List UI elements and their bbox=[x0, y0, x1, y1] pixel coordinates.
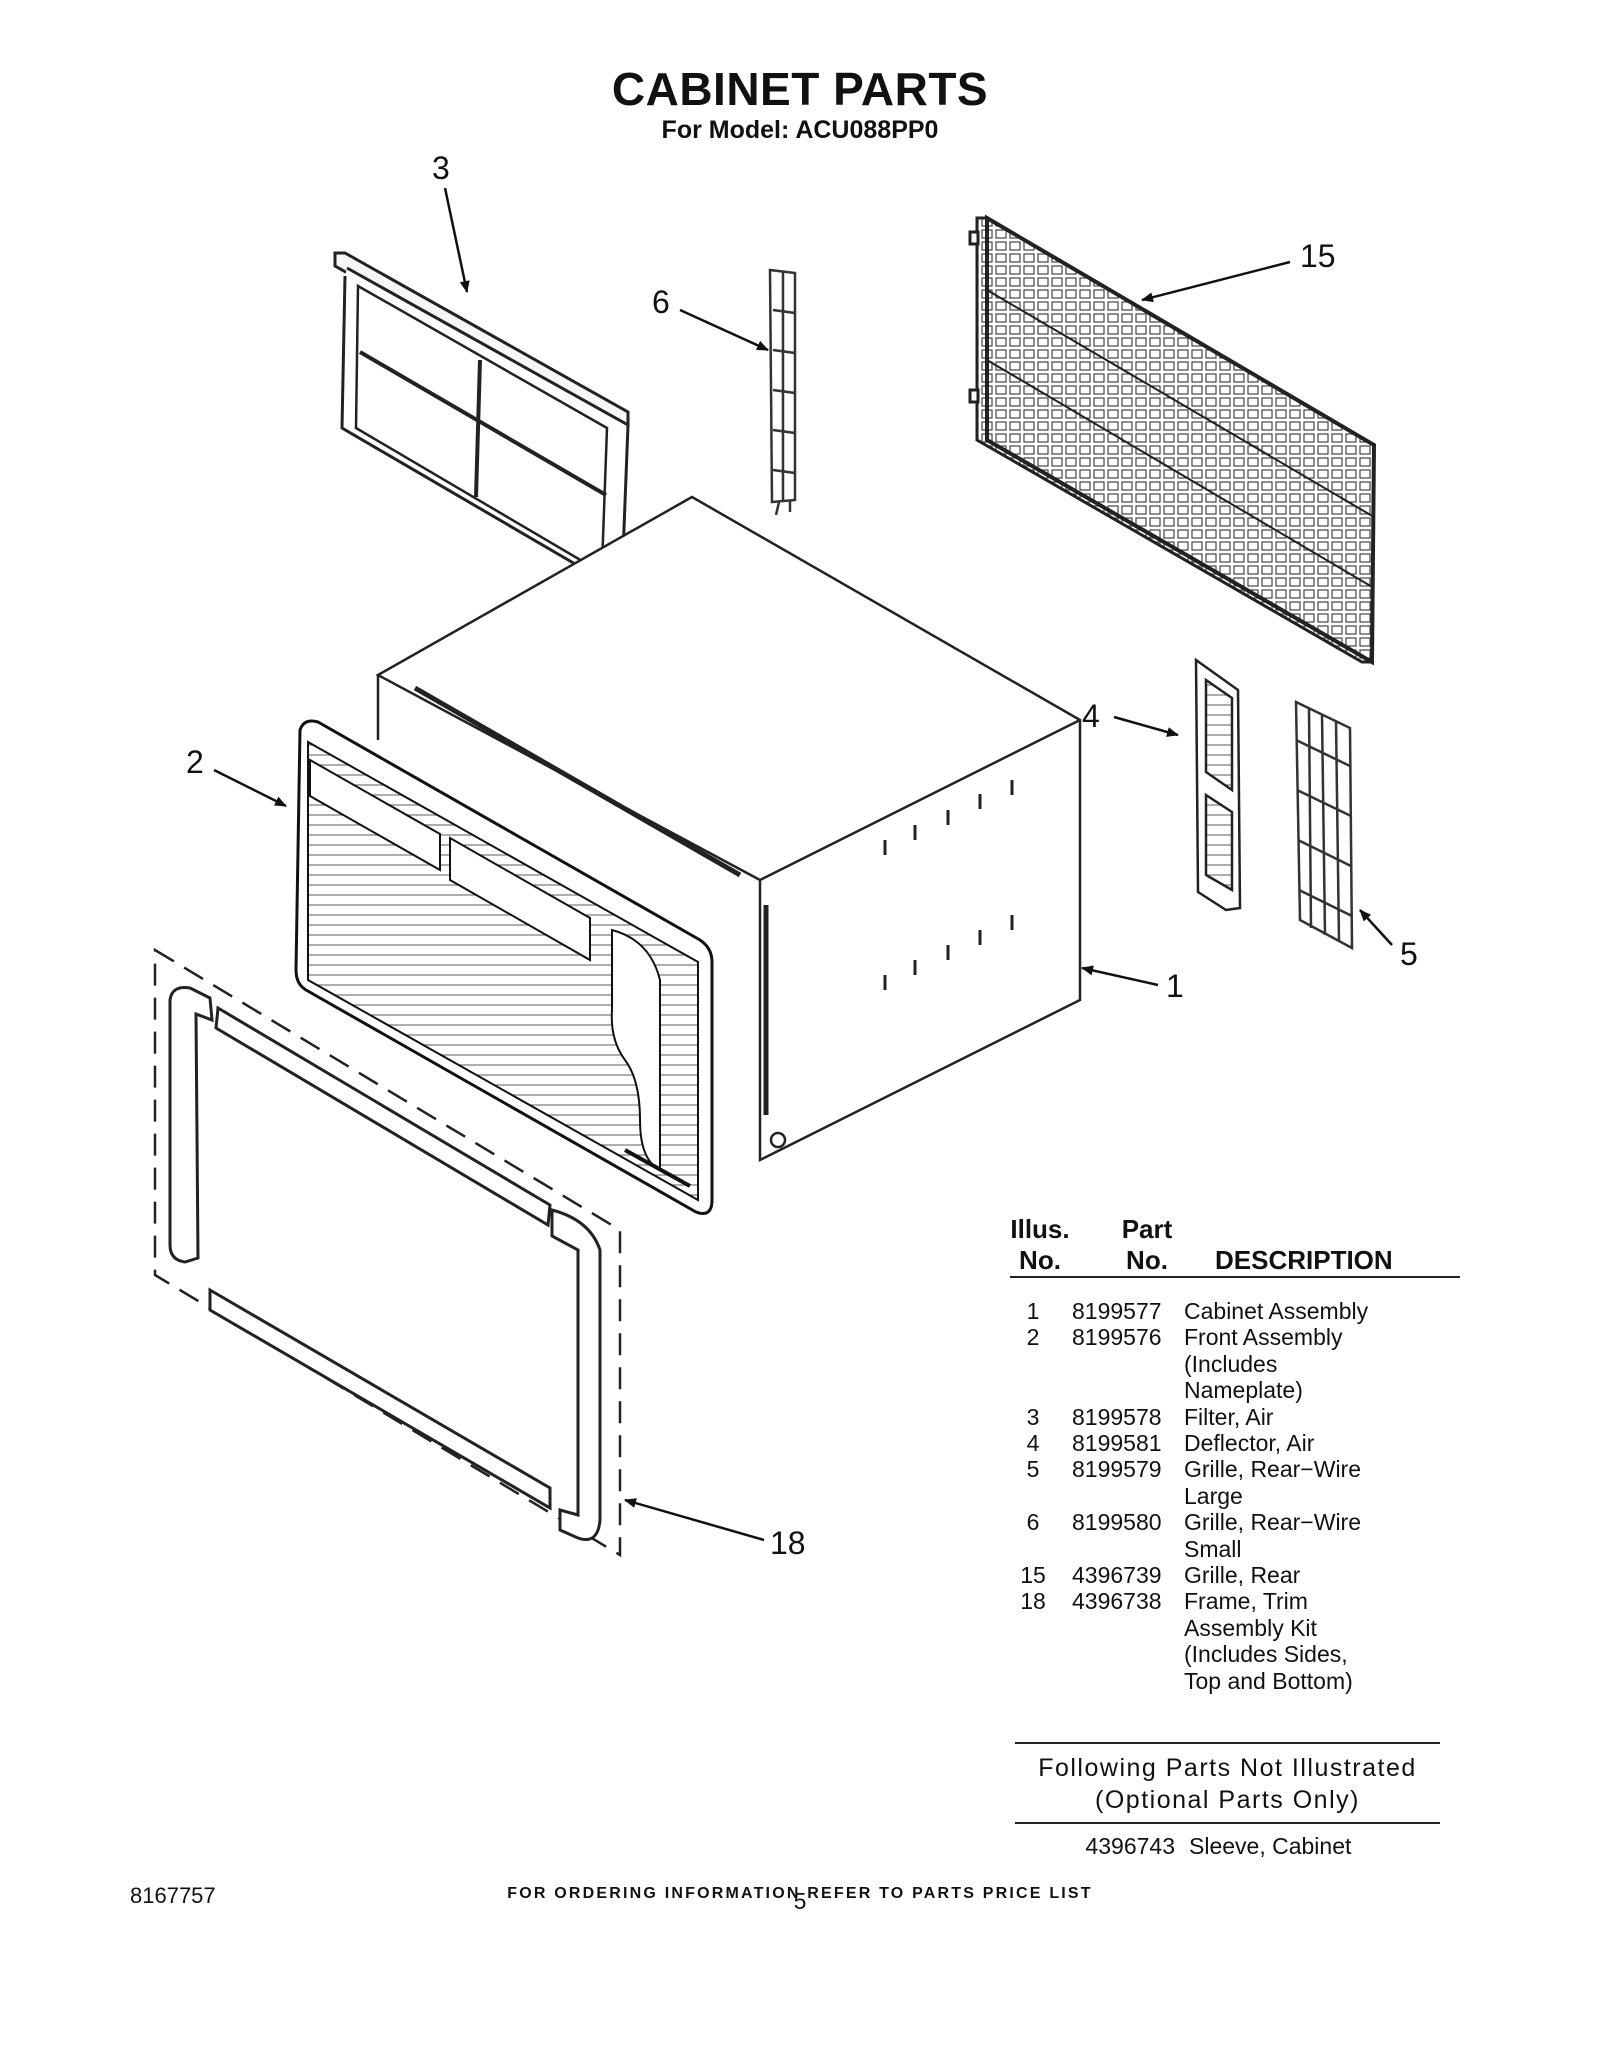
not-illustrated-rows: 4396743 Sleeve, Cabinet bbox=[1015, 1833, 1440, 1859]
illus-no: 6 bbox=[1026, 1509, 1040, 1536]
callout-4: 4 bbox=[1082, 698, 1100, 734]
description-line: Nameplate) bbox=[1184, 1377, 1303, 1404]
not-illustrated-section: Following Parts Not Illustrated (Optiona… bbox=[1015, 1742, 1440, 1824]
ordering-info-footer: FOR ORDERING INFORMATION REFER TO PARTS … bbox=[507, 1885, 1093, 1902]
cabinet-assembly-part bbox=[375, 495, 1082, 1163]
part-description: Filter, Air bbox=[1172, 1404, 1460, 1430]
callout-1: 1 bbox=[1166, 968, 1184, 1004]
callout-2: 2 bbox=[186, 744, 204, 780]
filter-air-part bbox=[333, 251, 630, 584]
header-part-line-1: Part bbox=[1121, 1214, 1173, 1244]
table-row: 15 4396739 Grille, Rear bbox=[1010, 1562, 1460, 1588]
callout-15: 15 bbox=[1300, 238, 1336, 274]
top-rule bbox=[1015, 1742, 1440, 1744]
header-description: DESCRIPTION bbox=[1215, 1245, 1393, 1275]
part-no: 4396743 bbox=[1085, 1833, 1175, 1859]
header-illus-line-2: No. bbox=[1019, 1245, 1061, 1275]
part-no: 8199581 bbox=[1072, 1430, 1162, 1457]
front-assembly-part bbox=[294, 719, 714, 1215]
not-illustrated-title-line-2: (Optional Parts Only) bbox=[1095, 1786, 1360, 1814]
callout-6: 6 bbox=[652, 284, 670, 320]
header-part-no: Part No. bbox=[1112, 1214, 1182, 1276]
callout-5: 5 bbox=[1400, 936, 1418, 972]
part-no: 8199576 bbox=[1072, 1324, 1162, 1351]
description-line: Cabinet Assembly bbox=[1184, 1298, 1369, 1324]
part-no: 8199577 bbox=[1072, 1298, 1162, 1324]
grille-rear-wire-large-part bbox=[1294, 699, 1354, 951]
description-line: Grille, Rear bbox=[1184, 1562, 1301, 1589]
bottom-rule bbox=[1015, 1822, 1440, 1824]
description-line: Front Assembly bbox=[1184, 1324, 1343, 1351]
grille-rear-part bbox=[968, 214, 1377, 666]
description-line: Filter, Air bbox=[1184, 1403, 1274, 1430]
page-number: 5 bbox=[793, 1888, 807, 1914]
document-number: 8167757 bbox=[130, 1883, 216, 1908]
header-rule bbox=[1010, 1276, 1460, 1278]
illus-no: 3 bbox=[1026, 1403, 1040, 1430]
description-line: Frame, Trim bbox=[1184, 1588, 1308, 1615]
part-description: Sleeve, Cabinet bbox=[1189, 1833, 1352, 1859]
part-description: Deflector, Air bbox=[1172, 1430, 1460, 1456]
table-row: 1 8199577 Cabinet Assembly bbox=[1010, 1298, 1460, 1324]
part-no: 8199578 bbox=[1072, 1403, 1162, 1430]
part-no: 8199580 bbox=[1072, 1509, 1162, 1536]
description-line: Small bbox=[1184, 1535, 1242, 1562]
header-illus-no: Illus. No. bbox=[1010, 1214, 1070, 1276]
description-line: (Includes bbox=[1184, 1350, 1278, 1377]
page-title: CABINET PARTS bbox=[611, 63, 989, 115]
table-row: 4 8199581 Deflector, Air bbox=[1010, 1430, 1460, 1456]
illus-no: 5 bbox=[1026, 1456, 1040, 1483]
not-illustrated-title-line-1: Following Parts Not Illustrated bbox=[1038, 1754, 1417, 1782]
part-no: 4396739 bbox=[1072, 1562, 1162, 1589]
part-description: Grille, Rear bbox=[1172, 1562, 1460, 1588]
description-line: Assembly Kit bbox=[1184, 1614, 1317, 1641]
table-row: 3 8199578 Filter, Air bbox=[1010, 1404, 1460, 1430]
description-line: (Includes Sides, bbox=[1184, 1641, 1348, 1668]
part-no: 8199579 bbox=[1072, 1456, 1162, 1483]
description-line: Grille, Rear−Wire bbox=[1184, 1456, 1362, 1483]
frame-trim-assembly-kit-part bbox=[153, 947, 622, 1558]
description-line: Deflector, Air bbox=[1184, 1430, 1315, 1457]
illus-no: 2 bbox=[1026, 1324, 1040, 1351]
page-subtitle: For Model: ACU088PP0 bbox=[661, 116, 939, 144]
header-part-line-2: No. bbox=[1126, 1245, 1168, 1275]
part-no: 4396738 bbox=[1072, 1588, 1162, 1615]
illus-no: 18 bbox=[1020, 1588, 1046, 1615]
part-description: Cabinet Assembly bbox=[1172, 1298, 1460, 1324]
callout-18: 18 bbox=[770, 1525, 806, 1561]
illus-no: 1 bbox=[1026, 1298, 1040, 1324]
description-line: Large bbox=[1184, 1482, 1243, 1509]
header-illus-line-1: Illus. bbox=[1010, 1214, 1070, 1244]
callout-3: 3 bbox=[432, 150, 450, 186]
description-line: Top and Bottom) bbox=[1184, 1667, 1353, 1694]
not-illustrated-row: 4396743 Sleeve, Cabinet bbox=[1015, 1833, 1440, 1859]
deflector-air-part bbox=[1194, 657, 1242, 912]
illus-no: 15 bbox=[1020, 1562, 1046, 1589]
illus-no: 4 bbox=[1026, 1430, 1040, 1457]
grille-rear-wire-small-part bbox=[768, 268, 797, 516]
parts-table-rows: 1 8199577 Cabinet Assembly 2 8199576 Front As… bbox=[1010, 1298, 1460, 1694]
not-illustrated-title: Following Parts Not Illustrated (Optiona… bbox=[1015, 1744, 1440, 1822]
leader-arrows bbox=[213, 187, 1393, 1542]
description-line: Grille, Rear−Wire bbox=[1184, 1509, 1362, 1536]
